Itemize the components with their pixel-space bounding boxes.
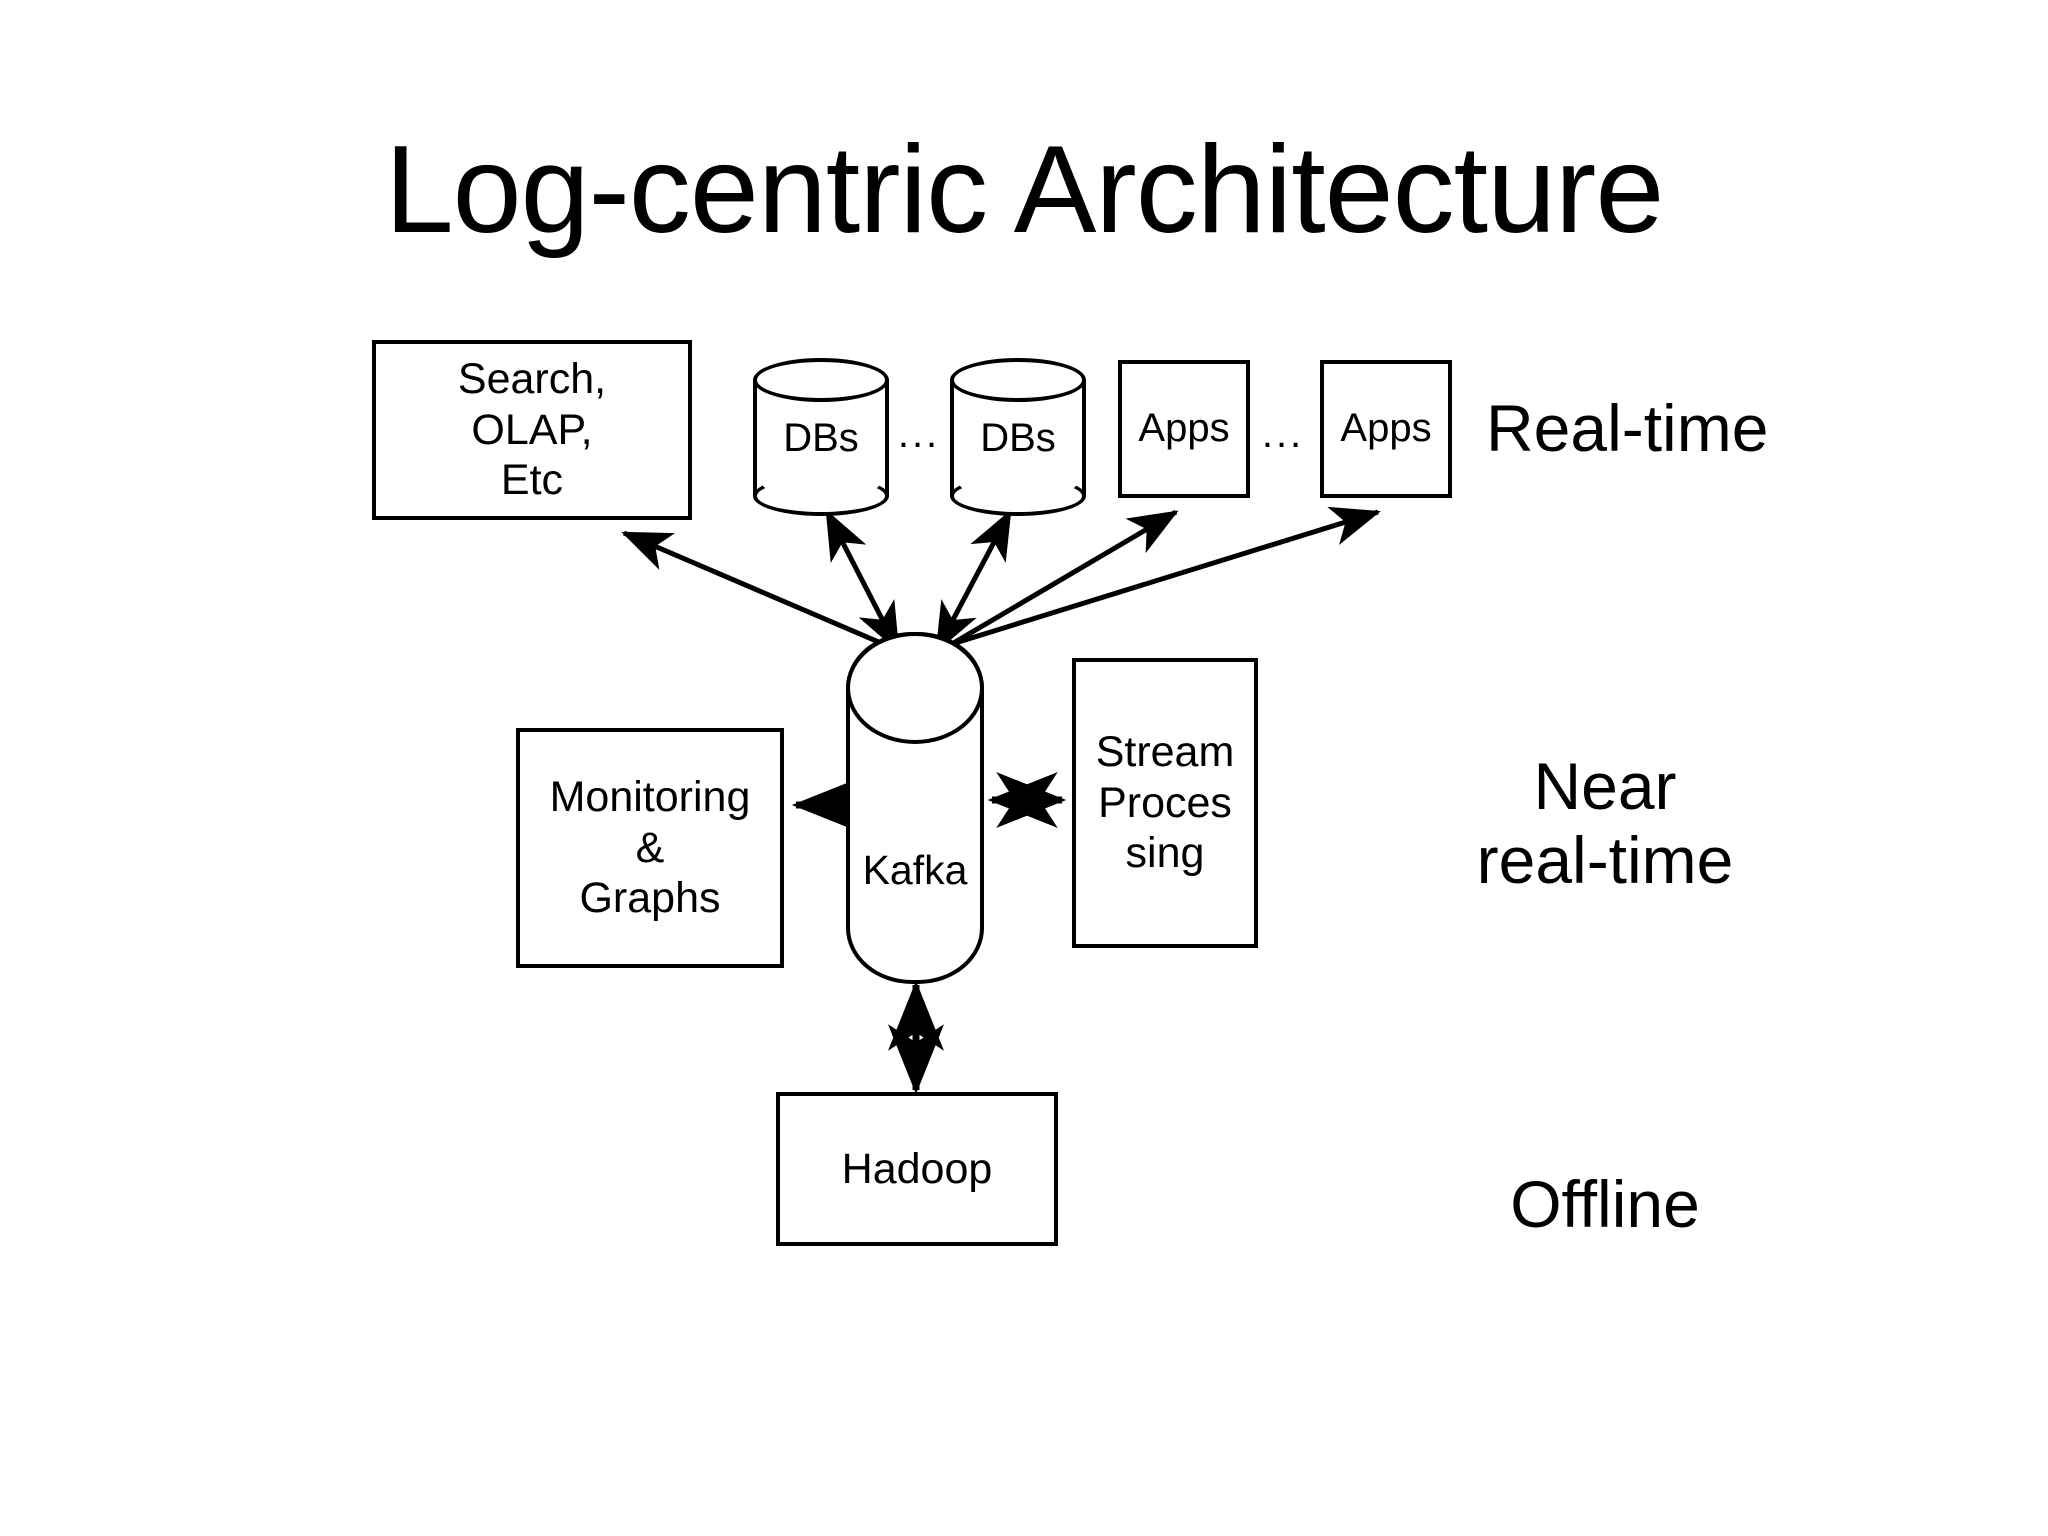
monitoring-line-3: Graphs — [579, 874, 721, 923]
edge-kafka-to-db-left — [824, 509, 901, 653]
apps-box-right[interactable]: Apps — [1320, 360, 1452, 498]
cylinder-top-cap — [950, 358, 1086, 402]
search-olap-etc-box[interactable]: Search, OLAP, Etc — [372, 340, 692, 520]
stream-processing-box[interactable]: Stream Proces sing — [1072, 658, 1258, 948]
hadoop-label: Hadoop — [841, 1144, 993, 1193]
stream-processing-line-3: sing — [1125, 829, 1205, 878]
cylinder-top-cap — [753, 358, 889, 402]
ellipsis-between-apps: ... — [1261, 412, 1305, 456]
cylinder-bottom-cap — [753, 476, 889, 516]
search-olap-etc-line-1: Search, — [457, 354, 607, 403]
stream-processing-line-1: Stream — [1095, 727, 1235, 776]
apps-left-label: Apps — [1138, 406, 1230, 451]
apps-right-label: Apps — [1340, 406, 1432, 451]
search-olap-etc-line-3: Etc — [500, 456, 564, 505]
dbs-cylinder-right[interactable]: DBs — [950, 358, 1086, 516]
kafka-label: Kafka — [862, 847, 968, 893]
monitoring-graphs-box[interactable]: Monitoring & Graphs — [516, 728, 784, 968]
page-title: Log-centric Architecture — [384, 121, 1665, 259]
kafka-cylinder-top-cap — [846, 632, 984, 744]
tier-label-real-time: Real-time — [1486, 391, 1769, 465]
kafka-cylinder[interactable]: Kafka — [846, 632, 984, 984]
cylinder-bottom-cap — [950, 476, 1086, 516]
dbs-left-label: DBs — [783, 416, 859, 460]
monitoring-line-2: & — [635, 823, 665, 872]
apps-box-left[interactable]: Apps — [1118, 360, 1250, 498]
edge-kafka-to-apps-left — [943, 509, 1179, 651]
monitoring-line-1: Monitoring — [549, 772, 751, 821]
dbs-cylinder-left[interactable]: DBs — [753, 358, 889, 516]
edge-kafka-to-db-right — [934, 509, 1013, 653]
tier-label-near-real-time: Near real-time — [1476, 749, 1734, 897]
hadoop-box[interactable]: Hadoop — [776, 1092, 1058, 1246]
tier-label-offline: Offline — [1510, 1167, 1700, 1241]
dbs-right-label: DBs — [980, 416, 1056, 460]
stream-processing-line-2: Proces — [1098, 778, 1232, 827]
search-olap-etc-line-2: OLAP, — [471, 405, 593, 454]
edge-kafka-to-apps-right — [951, 506, 1381, 647]
edge-kafka-to-search — [621, 530, 889, 649]
ellipsis-between-dbs: ... — [897, 412, 941, 456]
